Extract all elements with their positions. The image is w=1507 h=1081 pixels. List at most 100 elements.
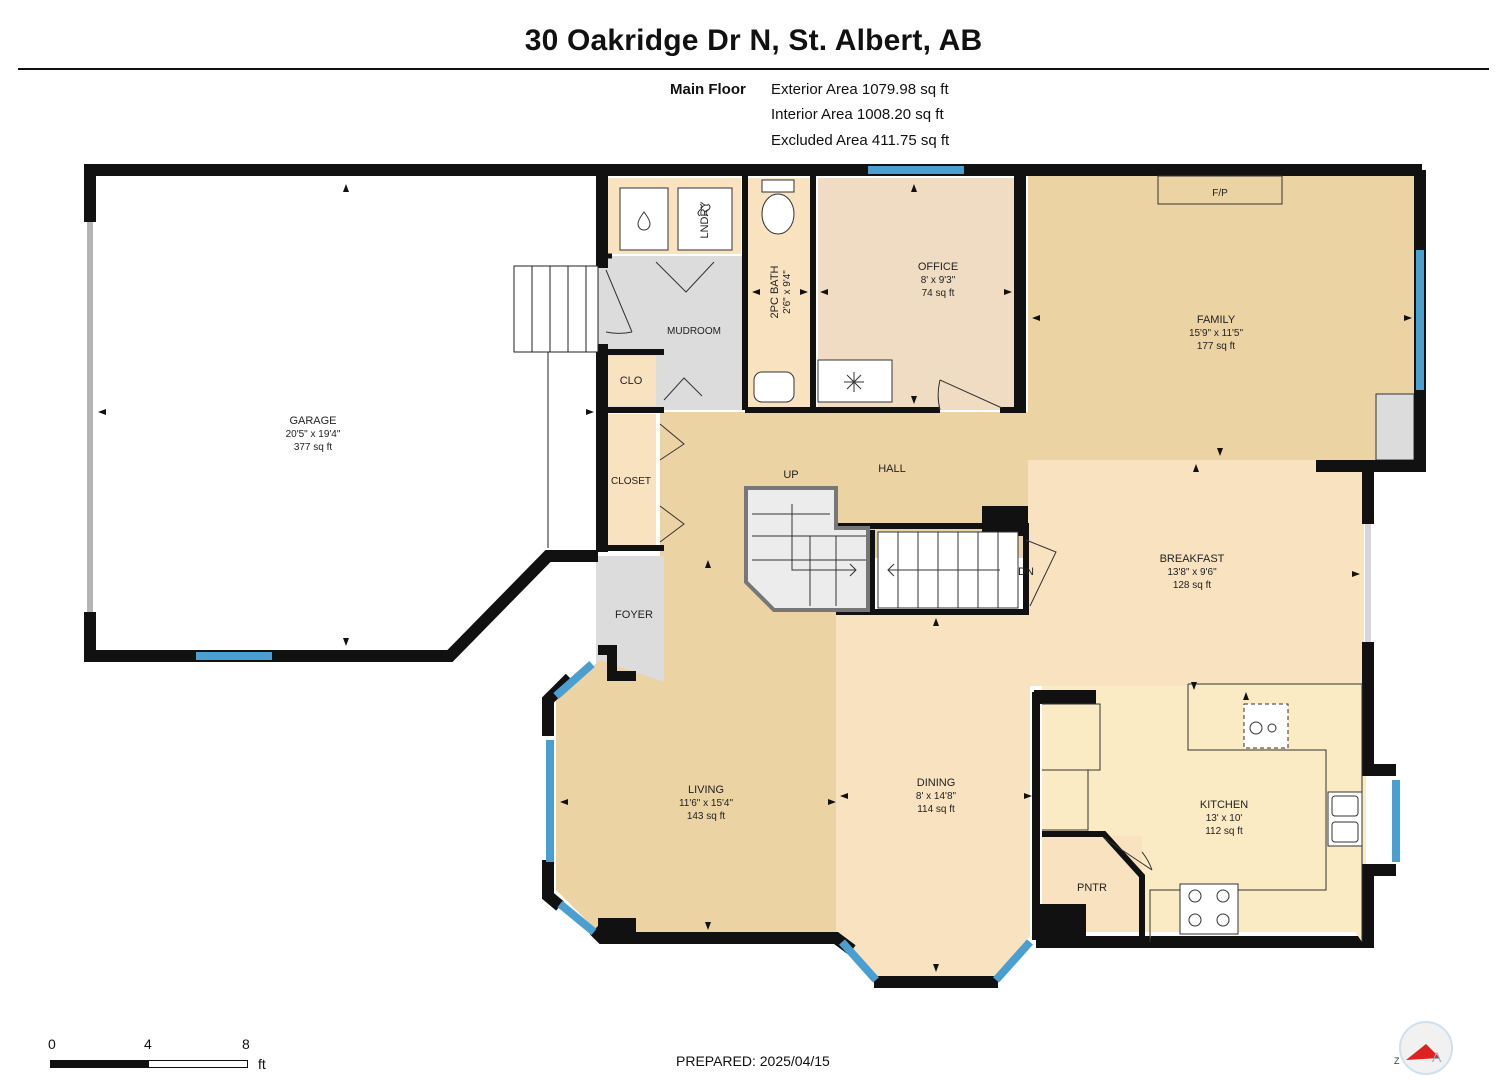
fireplace — [1157, 175, 1283, 205]
door-basement — [1025, 539, 1057, 607]
door-mudroom — [605, 269, 633, 334]
scale-tick-8: 8 — [242, 1036, 250, 1052]
tick-kitchen-counter — [1191, 682, 1197, 690]
cooktop — [1243, 703, 1289, 749]
scale-unit: ft — [258, 1056, 266, 1072]
hall-label: HALL — [878, 463, 906, 475]
range-burner — [1216, 889, 1230, 903]
tick-dining-right — [1024, 793, 1032, 799]
door-clo — [663, 377, 703, 401]
toilet-bowl — [761, 193, 795, 235]
family-name: FAMILY — [1197, 314, 1236, 326]
breakfast-name: BREAKFAST — [1160, 553, 1225, 565]
dining-area: 114 sq ft — [917, 804, 955, 815]
tick-living-right — [828, 799, 836, 805]
tick-office-left — [820, 289, 828, 295]
bath-label-group: 2PC BATH 2'6" x 9'4" — [769, 265, 793, 318]
dining-name: DINING — [917, 777, 956, 789]
garage-floor — [96, 176, 598, 650]
door-mudroom-2 — [655, 261, 715, 293]
toilet-tank — [761, 179, 795, 193]
up-arrow-head — [849, 563, 857, 577]
range-burner — [1216, 913, 1230, 927]
garage-dims: 20'5" x 19'4" — [286, 429, 341, 440]
closet-floor — [608, 414, 656, 546]
door-pantry — [1103, 837, 1153, 871]
logo-icon: A Z — [1394, 1021, 1453, 1075]
laundry-label: LNDRY — [699, 201, 711, 239]
doors — [605, 261, 1153, 871]
tick-bath-left — [752, 289, 760, 295]
wall-blocks — [598, 506, 1096, 942]
living-corner — [598, 918, 636, 942]
tick-breakfast-top — [1193, 464, 1199, 472]
tick-office-bottom — [911, 396, 917, 404]
room-fills — [96, 176, 1416, 976]
breakfast-floor — [1028, 460, 1364, 686]
stair-wall — [836, 523, 1029, 615]
living-area: 143 sq ft — [687, 811, 726, 822]
right-wall-mid — [1362, 642, 1396, 776]
pantry-wall — [1042, 831, 1145, 936]
dining-floor — [836, 612, 1030, 976]
tick-family-right — [1404, 315, 1412, 321]
clo-label: CLO — [620, 375, 643, 387]
tick-office-top — [911, 184, 917, 192]
down-arrow-head — [887, 563, 895, 577]
garage-name: GARAGE — [289, 415, 336, 427]
closet-label: CLOSET — [611, 476, 651, 487]
tick-living-bottom — [705, 922, 711, 930]
tick-dining-top — [933, 618, 939, 626]
washer — [619, 187, 669, 251]
scale-tick-0: 0 — [48, 1036, 56, 1052]
bath-dims: 2'6" x 9'4" — [782, 270, 793, 314]
window-living-1 — [553, 661, 595, 699]
interior-area: Interior Area 1008.20 sq ft — [771, 106, 944, 123]
tick-garage-bottom — [343, 638, 349, 646]
door-office — [937, 379, 1003, 411]
garage-area: 377 sq ft — [294, 442, 333, 453]
kitchen-area: 112 sq ft — [1205, 826, 1243, 837]
laundry-label-group: LNDRY — [699, 201, 711, 239]
dryer — [677, 187, 733, 251]
clo-floor — [608, 356, 656, 406]
kitchen-corner — [1034, 690, 1096, 704]
tick-family-bottom — [1217, 448, 1223, 456]
window-living-3 — [557, 900, 597, 936]
foyer-wall — [598, 645, 636, 681]
family-floor — [1028, 176, 1416, 460]
window-dining-2 — [993, 939, 1033, 983]
burner — [1249, 721, 1263, 735]
tick-kitchen-top — [1243, 692, 1249, 700]
up-label: UP — [783, 469, 798, 481]
family-dims: 15'9" x 11'5" — [1189, 328, 1244, 339]
living-name: LIVING — [688, 784, 724, 796]
living-floor — [556, 556, 836, 934]
foyer-label: FOYER — [615, 609, 653, 621]
title-divider — [18, 68, 1489, 70]
tick-garage-top — [343, 184, 349, 192]
tick-bath-right — [800, 289, 808, 295]
dining-dims: 8' x 14'8" — [916, 791, 957, 802]
scale-tick-4: 4 — [144, 1036, 152, 1052]
garage-steps — [513, 265, 599, 548]
sink-basin — [1331, 821, 1359, 843]
range-burner — [1188, 913, 1202, 927]
svg-text:Z: Z — [1394, 1056, 1400, 1066]
office-area: 74 sq ft — [922, 288, 955, 299]
scale-bar-filled — [51, 1061, 149, 1067]
excluded-area: Excluded Area 411.75 sq ft — [771, 132, 950, 149]
stairs — [744, 486, 1019, 612]
stair-up — [744, 486, 870, 612]
room-labels: GARAGE 20'5" x 19'4" 377 sq ft OFFICE 8'… — [286, 188, 1249, 894]
floor-label: Main Floor — [670, 81, 746, 98]
exterior-area: Exterior Area 1079.98 sq ft — [771, 81, 949, 98]
dn-label: DN — [1018, 566, 1034, 578]
tick-office-right — [1004, 289, 1012, 295]
water-drop-icon — [637, 211, 651, 231]
window-dining-1 — [839, 939, 879, 983]
office-name: OFFICE — [918, 261, 958, 273]
door-closet-2 — [659, 505, 685, 543]
garage-wall-lower — [84, 550, 598, 662]
